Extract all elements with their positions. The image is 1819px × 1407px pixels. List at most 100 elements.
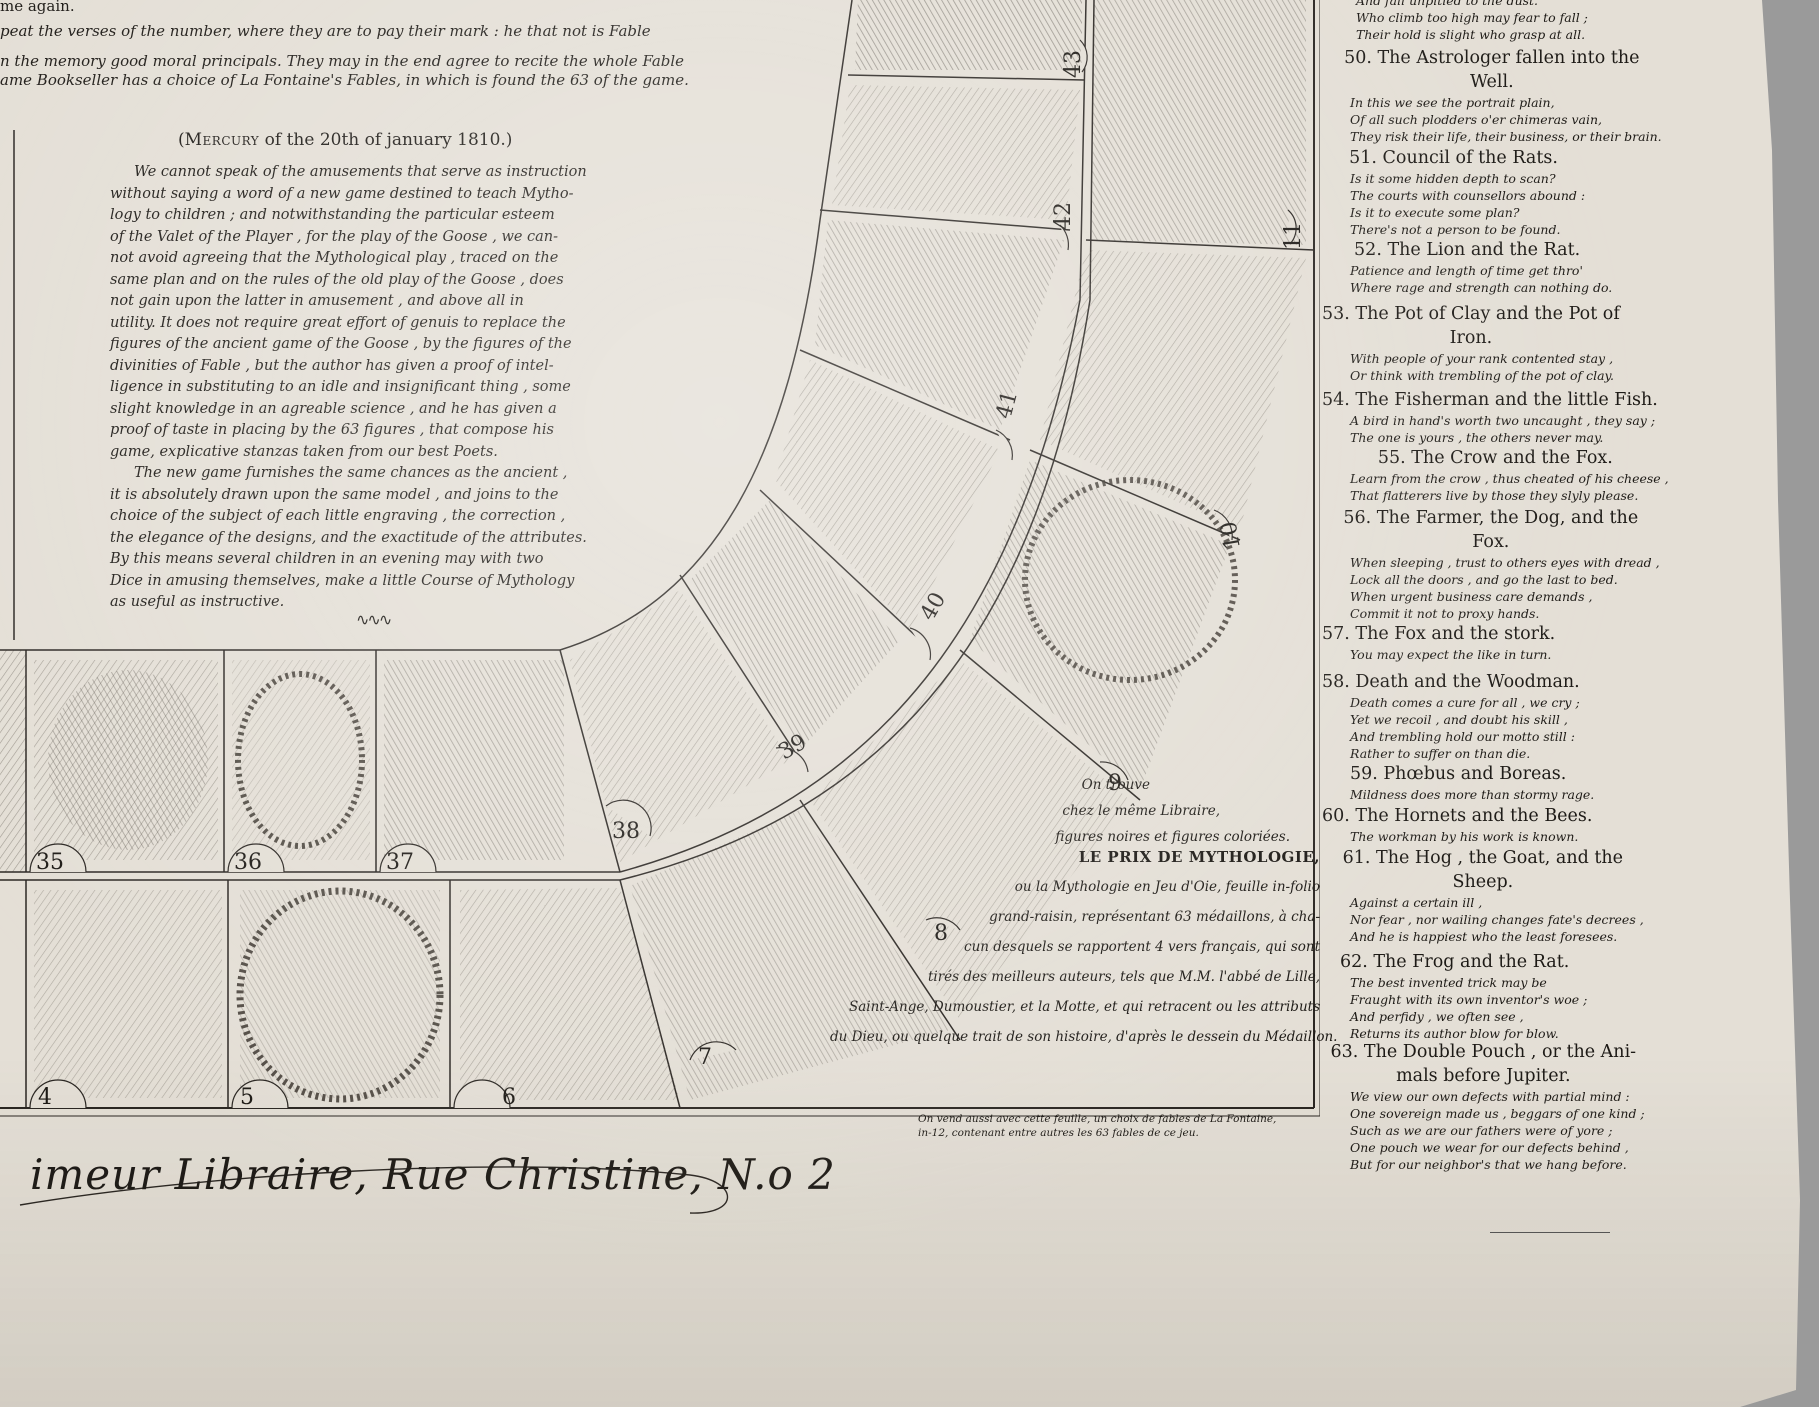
- fable-title: 59. Phœbus and Boreas.: [1349, 764, 1567, 784]
- review-line: We cannot speak of the amusements that s…: [134, 164, 587, 180]
- intro-line: ame Bookseller has a choice of La Fontai…: [0, 71, 689, 89]
- fable-entry: 52. The Lion and the Rat. Patience and le…: [1322, 238, 1612, 296]
- note-line: cun desquels se rapportent 4 vers frança…: [964, 939, 1320, 955]
- fable-verse: Nor fear , nor wailing changes fate's de…: [1350, 912, 1644, 927]
- fable-verse: The one is yours , the others never may.: [1350, 430, 1604, 445]
- fable-verse: Is it some hidden depth to scan?: [1350, 171, 1556, 186]
- fable-title: 57. The Fox and the stork.: [1322, 624, 1556, 644]
- fable-verse: That flatterers live by those they slyly…: [1350, 488, 1639, 503]
- fable-title: 58. Death and the Woodman.: [1322, 672, 1580, 692]
- review-line: Dice in amusing themselves, make a littl…: [110, 572, 575, 589]
- fable-title-continued: Iron.: [1449, 328, 1493, 348]
- fable-title-continued: mals before Jupiter.: [1396, 1066, 1571, 1086]
- fable-verse: When urgent business care demands ,: [1350, 589, 1593, 604]
- fable-verse: And perfidy , we often see ,: [1350, 1009, 1524, 1024]
- review-line: The new game furnishes the same chances …: [134, 465, 568, 481]
- fable-title: 56. The Farmer, the Dog, and the: [1343, 508, 1639, 528]
- fable-title-continued: Well.: [1469, 72, 1514, 92]
- fable-verse: Rather to suffer on than die.: [1350, 746, 1531, 761]
- square-number-36: 36: [234, 850, 262, 875]
- engraving-vignettes: [34, 0, 1306, 1103]
- fable-title: 60. The Hornets and the Bees.: [1322, 806, 1593, 826]
- fable-verse: Death comes a cure for all , we cry ;: [1350, 695, 1580, 710]
- fable-verse: We view our own defects with partial min…: [1350, 1089, 1630, 1104]
- fable-verse: Or think with trembling of the pot of cl…: [1350, 368, 1614, 383]
- square-number-5: 5: [240, 1085, 254, 1110]
- imprint-flourish: [19, 1166, 729, 1214]
- fable-entry: 54. The Fisherman and the little Fish.A …: [1322, 388, 1658, 446]
- fable-verse: Patience and length of time get thro': [1350, 263, 1583, 278]
- note-line: grand-raisin, représentant 63 médaillons…: [989, 909, 1320, 925]
- note-line: ou la Mythologie en Jeu d'Oie, feuille i…: [1014, 879, 1320, 895]
- square-number-42: 42: [1051, 202, 1076, 230]
- review-line: of the Valet of the Player , for the pla…: [110, 228, 559, 245]
- fable-verse: Yet we recoil , and doubt his skill ,: [1350, 712, 1568, 727]
- review-line: figures of the ancient game of the Goose…: [110, 336, 572, 352]
- fable-verse: The workman by his work is known.: [1350, 829, 1579, 844]
- square-number-11: 11: [1281, 222, 1306, 250]
- mercury-title-rest: of the 20th of january 1810.): [264, 130, 513, 150]
- small-sale-note: On vend aussi avec cette feuille, un cho…: [918, 1112, 1276, 1140]
- review-line: game, explicative stanzas taken from our…: [110, 443, 498, 460]
- fable-verse: Lock all the doors , and go the last to …: [1350, 572, 1618, 587]
- fable-verse: Against a certain ill ,: [1350, 895, 1483, 910]
- fable-title-continued: Fox.: [1472, 532, 1510, 552]
- fable-entry: 59. Phœbus and Boreas.Mildness does more…: [1322, 762, 1594, 803]
- small-note-line: On vend aussi avec cette feuille, un cho…: [918, 1113, 1277, 1125]
- fable-title-continued: Sheep.: [1452, 872, 1514, 892]
- fable-verse: But for our neighbor's that we hang befo…: [1350, 1157, 1627, 1172]
- fable-title: 53. The Pot of Clay and the Pot of: [1322, 304, 1620, 324]
- note-line: du Dieu, ou quelque trait de son histoir…: [830, 1029, 1338, 1045]
- square-number-4: 4: [38, 1085, 52, 1110]
- fable-title: 51. Council of the Rats.: [1349, 148, 1558, 168]
- intro-line: me again.: [0, 0, 75, 15]
- fable-verse: Their hold is slight who grasp at all.: [1356, 27, 1586, 42]
- fable-title: 63. The Double Pouch , or the Ani-: [1330, 1042, 1637, 1062]
- fable-verse: Where rage and strength can nothing do.: [1350, 280, 1613, 295]
- fable-entry: 51. Council of the Rats. Is it some hidde…: [1322, 146, 1585, 238]
- fable-verse: And he is happiest who the least foresee…: [1350, 929, 1618, 944]
- intro-line: n the memory good moral principals. They…: [0, 52, 685, 70]
- fable-verse: Learn from the crow , thus cheated of hi…: [1350, 471, 1669, 486]
- fable-title: 54. The Fisherman and the little Fish.: [1322, 390, 1658, 410]
- fable-verse: Fraught with its own inventor's woe ;: [1350, 992, 1588, 1007]
- note-line: chez le même Libraire,: [1062, 803, 1220, 819]
- note-heading: LE PRIX DE MYTHOLOGIE,: [1078, 848, 1320, 866]
- review-line: logy to children ; and notwithstanding t…: [110, 207, 555, 223]
- fable-verse: The courts with counsellors abound :: [1350, 188, 1586, 203]
- small-note-line: in-12, contenant entre autres les 63 fab…: [918, 1127, 1199, 1139]
- imprint-text: imeur Libraire, Rue Christine, N.o 2: [30, 1150, 836, 1199]
- review-line: it is absolutely drawn upon the same mod…: [110, 486, 559, 503]
- fable-entry: 60. The Hornets and the Bees. The workman…: [1322, 804, 1592, 845]
- publisher-note: On trouve chez le même Libraire, figures…: [830, 770, 1338, 1052]
- review-line: without saying a word of a new game dest…: [110, 185, 574, 202]
- fable-verse: There's not a person to be found.: [1350, 222, 1561, 237]
- fable-verse: When sleeping , trust to others eyes wit…: [1350, 555, 1660, 570]
- review-line: divinities of Fable , but the author has…: [110, 357, 554, 374]
- note-line: Saint-Ange, Dumoustier, et la Motte, et …: [848, 999, 1320, 1015]
- note-line: figures noires et figures coloriées.: [1055, 829, 1290, 845]
- fable-title: 61. The Hog , the Goat, and the: [1342, 848, 1624, 868]
- fable-verse: Is it to execute some plan?: [1350, 205, 1520, 220]
- review-line: By this means several children in an eve…: [110, 551, 544, 567]
- fable-verse: Of all such plodders o'er chimeras vain,: [1350, 112, 1603, 127]
- fable-title: 55. The Crow and the Fox.: [1377, 448, 1613, 468]
- review-line: as useful as instructive.: [110, 594, 285, 610]
- fable-verse: The best invented trick may be: [1350, 975, 1547, 990]
- fable-entry: 57. The Fox and the stork. You may expect…: [1322, 622, 1555, 663]
- mercury-title-caps: Mercury: [184, 130, 260, 150]
- mercury-title-prefix: (: [178, 130, 185, 150]
- fable-title: 52. The Lion and the Rat.: [1354, 240, 1581, 260]
- review-line: slight knowledge in an agreable science …: [110, 400, 557, 417]
- square-number-43: 43: [1061, 50, 1086, 78]
- fable-entry: And fall unpitied to the dust.Who climb …: [1322, 0, 1588, 43]
- fable-verse: You may expect the like in turn.: [1350, 647, 1552, 662]
- square-number-35: 35: [36, 850, 64, 875]
- fable-entry: 63. The Double Pouch , or the Ani-mals b…: [1322, 1040, 1645, 1173]
- fable-title: 50. The Astrologer fallen into the: [1344, 48, 1640, 68]
